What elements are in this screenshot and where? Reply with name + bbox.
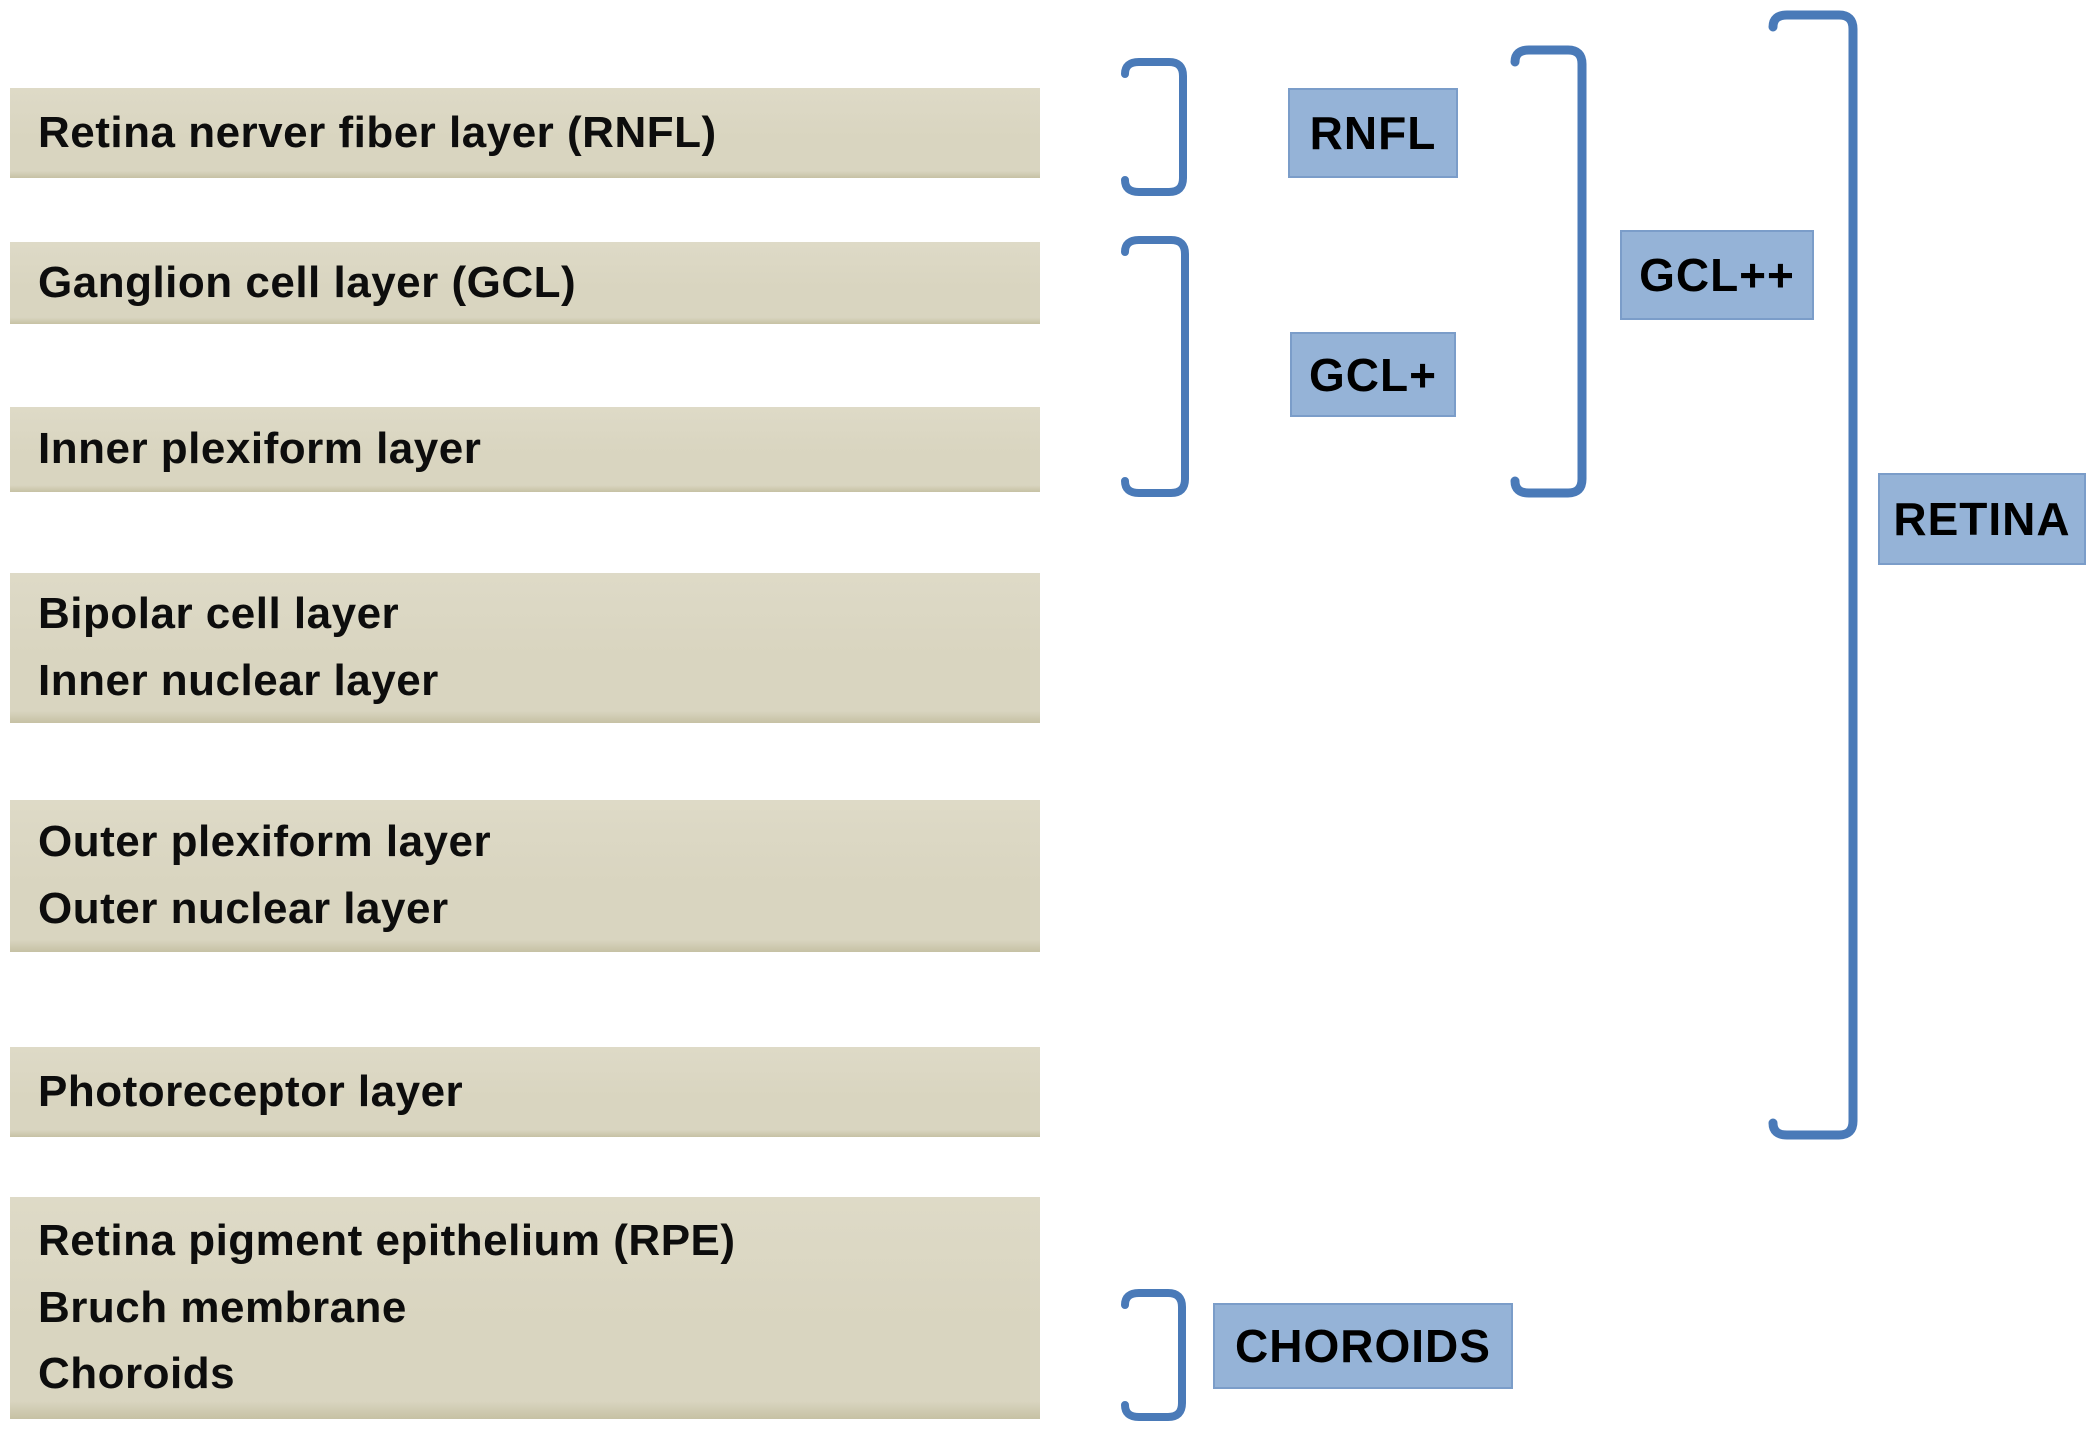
layer-bar-gcl: Ganglion cell layer (GCL) xyxy=(10,242,1040,324)
layer-bar-bipolar-inner-nuclear: Bipolar cell layer Inner nuclear layer xyxy=(10,573,1040,723)
tag-choroids: CHOROIDS xyxy=(1213,1303,1513,1389)
layer-name-text: Outer plexiform layer xyxy=(38,817,492,867)
layer-name-text: Retina pigment epithelium (RPE) xyxy=(38,1215,736,1265)
layer-name-text: Bipolar cell layer xyxy=(38,589,400,639)
rnfl-bracket xyxy=(1121,58,1187,196)
gcl-plus-bracket xyxy=(1121,236,1189,497)
layer-bar-inner-plexiform: Inner plexiform layer xyxy=(10,407,1040,492)
choroids-bracket xyxy=(1121,1289,1186,1421)
layer-bar-photoreceptor: Photoreceptor layer xyxy=(10,1047,1040,1137)
layer-name-text: Retina nerver fiber layer (RNFL) xyxy=(38,107,717,157)
layer-name-text: Outer nuclear layer xyxy=(38,884,449,933)
layer-name-text: Inner plexiform layer xyxy=(38,424,482,474)
tag-retina-text: RETINA xyxy=(1893,493,2071,545)
layer-name-text: Ganglion cell layer (GCL) xyxy=(38,257,577,307)
tag-gcl-plus: GCL+ xyxy=(1290,332,1456,417)
layer-name-text: Bruch membrane xyxy=(38,1282,407,1332)
tag-rnfl-text: RNFL xyxy=(1309,107,1437,159)
tag-choroids-text: CHOROIDS xyxy=(1235,1320,1491,1372)
layer-bar-rnfl: Retina nerver fiber layer (RNFL) xyxy=(10,88,1040,178)
layer-name-text: Inner nuclear layer xyxy=(38,656,439,705)
tag-gcl-plus-plus: GCL++ xyxy=(1620,230,1814,320)
layer-bar-rpe-bruch-choroids: Retina pigment epithelium (RPE) Bruch me… xyxy=(10,1197,1040,1419)
tag-gcl-plus-text: GCL+ xyxy=(1309,348,1437,401)
tag-retina: RETINA xyxy=(1878,473,2086,565)
layer-name-text: Photoreceptor layer xyxy=(38,1066,464,1116)
layer-name-text: Choroids xyxy=(38,1349,236,1399)
gcl-plus-plus-bracket xyxy=(1510,45,1587,498)
layer-bar-outer-plexiform-nuclear: Outer plexiform layer Outer nuclear laye… xyxy=(10,800,1040,952)
tag-rnfl: RNFL xyxy=(1288,88,1458,178)
tag-gcl-plus-plus-text: GCL++ xyxy=(1639,249,1795,301)
retina-bracket xyxy=(1768,10,1858,1140)
